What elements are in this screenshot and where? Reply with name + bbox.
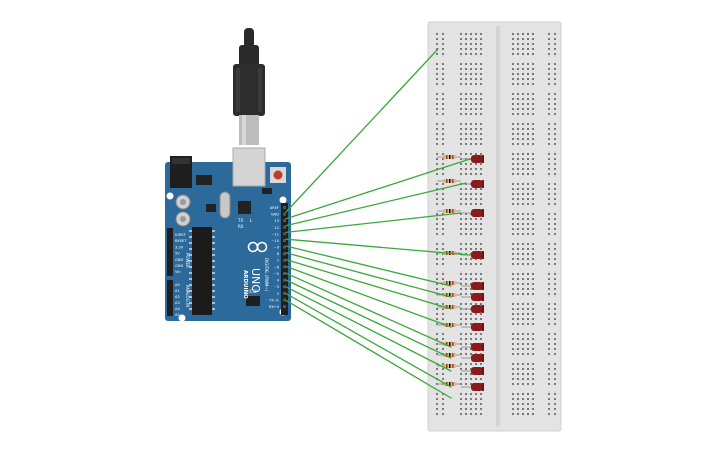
header-pin-label: A5 bbox=[175, 313, 180, 317]
arduino-uno-board[interactable]: ICSP TX RX L ARDUINO UNO DIGITAL (PWM~) … bbox=[165, 147, 291, 322]
usb-cable[interactable] bbox=[233, 28, 265, 145]
power-header-label: POWER bbox=[185, 253, 190, 268]
header-pin-label: A4 bbox=[175, 307, 180, 311]
analog-header-label: ANALOG IN bbox=[185, 285, 190, 307]
power-header bbox=[167, 228, 173, 276]
analog-header bbox=[167, 280, 173, 316]
header-pin-label: 2 bbox=[277, 292, 279, 296]
header-pin-label: A3 bbox=[175, 301, 180, 305]
indicator-rx-label: RX bbox=[238, 224, 244, 229]
header-pin-label: ~11 bbox=[271, 232, 279, 236]
arduino-logo-icon bbox=[247, 241, 268, 253]
jumper-wire[interactable] bbox=[285, 286, 452, 372]
led-red[interactable] bbox=[461, 323, 484, 331]
indicator-tx-label: TX bbox=[237, 218, 243, 223]
resistor bbox=[437, 353, 461, 357]
breadboard-holes bbox=[436, 33, 556, 415]
header-pin-label: A2 bbox=[175, 295, 180, 299]
led-red[interactable] bbox=[461, 343, 484, 351]
header-pin-label: ~10 bbox=[271, 239, 279, 243]
header-pin-label: Vin bbox=[175, 270, 181, 274]
led-red[interactable] bbox=[461, 367, 484, 375]
header-pin-label: GND bbox=[271, 213, 279, 217]
led-red[interactable] bbox=[461, 209, 484, 217]
icsp-header bbox=[246, 296, 260, 306]
header-pin-label: 5V bbox=[175, 252, 180, 256]
jumper-wire[interactable] bbox=[285, 265, 452, 328]
usb-controller-chip bbox=[238, 201, 251, 214]
jumper-wire[interactable] bbox=[285, 292, 452, 388]
jumper-wires bbox=[285, 48, 471, 399]
jumper-wire[interactable] bbox=[285, 245, 452, 287]
header-pin-label: A1 bbox=[175, 289, 180, 293]
resistor bbox=[437, 155, 461, 159]
jumper-wire[interactable] bbox=[285, 279, 452, 359]
header-pin-label: 8 bbox=[277, 252, 280, 256]
led-red[interactable] bbox=[461, 305, 484, 313]
header-pin-label: ~9 bbox=[274, 246, 280, 250]
resistor bbox=[437, 209, 461, 213]
jumper-wire[interactable] bbox=[285, 158, 471, 220]
jumper-wire[interactable] bbox=[285, 212, 462, 234]
header-pin-label: RESET bbox=[175, 239, 187, 243]
header-pin-label: A0 bbox=[175, 283, 180, 287]
resistor bbox=[437, 179, 461, 183]
header-pin-label: ~5 bbox=[274, 272, 279, 276]
header-pin-label: IOREF bbox=[175, 233, 186, 237]
jumper-wire[interactable] bbox=[285, 299, 452, 399]
crystal-oscillator bbox=[219, 191, 231, 219]
led-resistor-array bbox=[437, 155, 484, 391]
led-red[interactable] bbox=[461, 354, 484, 362]
jumper-wire[interactable] bbox=[285, 272, 452, 348]
breadboard-center-channel bbox=[496, 26, 500, 426]
led-red[interactable] bbox=[461, 282, 484, 290]
header-pin-label: GND bbox=[175, 258, 183, 262]
header-pin-label: RX←0 bbox=[269, 305, 280, 309]
header-pin-label: 7 bbox=[277, 259, 279, 263]
jumper-wire[interactable] bbox=[285, 48, 439, 213]
header-pin-label: AREF bbox=[270, 206, 279, 210]
header-pin-label: 12 bbox=[274, 226, 279, 230]
header-pin-label: 4 bbox=[277, 279, 280, 283]
header-pin-label: 13 bbox=[274, 219, 279, 223]
jumper-wire[interactable] bbox=[285, 182, 467, 227]
indicator-l-label: L bbox=[250, 218, 253, 223]
board-model: UNO bbox=[249, 268, 262, 293]
led-red[interactable] bbox=[461, 383, 484, 391]
header-pin-label: ~6 bbox=[274, 265, 280, 269]
breadboard[interactable] bbox=[427, 21, 562, 432]
usb-port bbox=[232, 147, 266, 187]
header-pin-label: ~3 bbox=[274, 285, 279, 289]
jumper-wire[interactable] bbox=[285, 238, 471, 256]
jumper-wire[interactable] bbox=[285, 258, 452, 310]
icsp-label: ICSP bbox=[249, 289, 259, 294]
header-pin-label: GND bbox=[175, 264, 183, 268]
header-pin-label: TX→1 bbox=[268, 298, 279, 302]
digital-header-label: DIGITAL (PWM~) bbox=[264, 258, 269, 292]
atmega-microcontroller bbox=[192, 227, 212, 315]
board-brand: ARDUINO bbox=[242, 270, 248, 299]
led-red[interactable] bbox=[461, 293, 484, 301]
header-pin-label: 3.3V bbox=[175, 245, 184, 249]
jumper-wire[interactable] bbox=[285, 252, 452, 298]
